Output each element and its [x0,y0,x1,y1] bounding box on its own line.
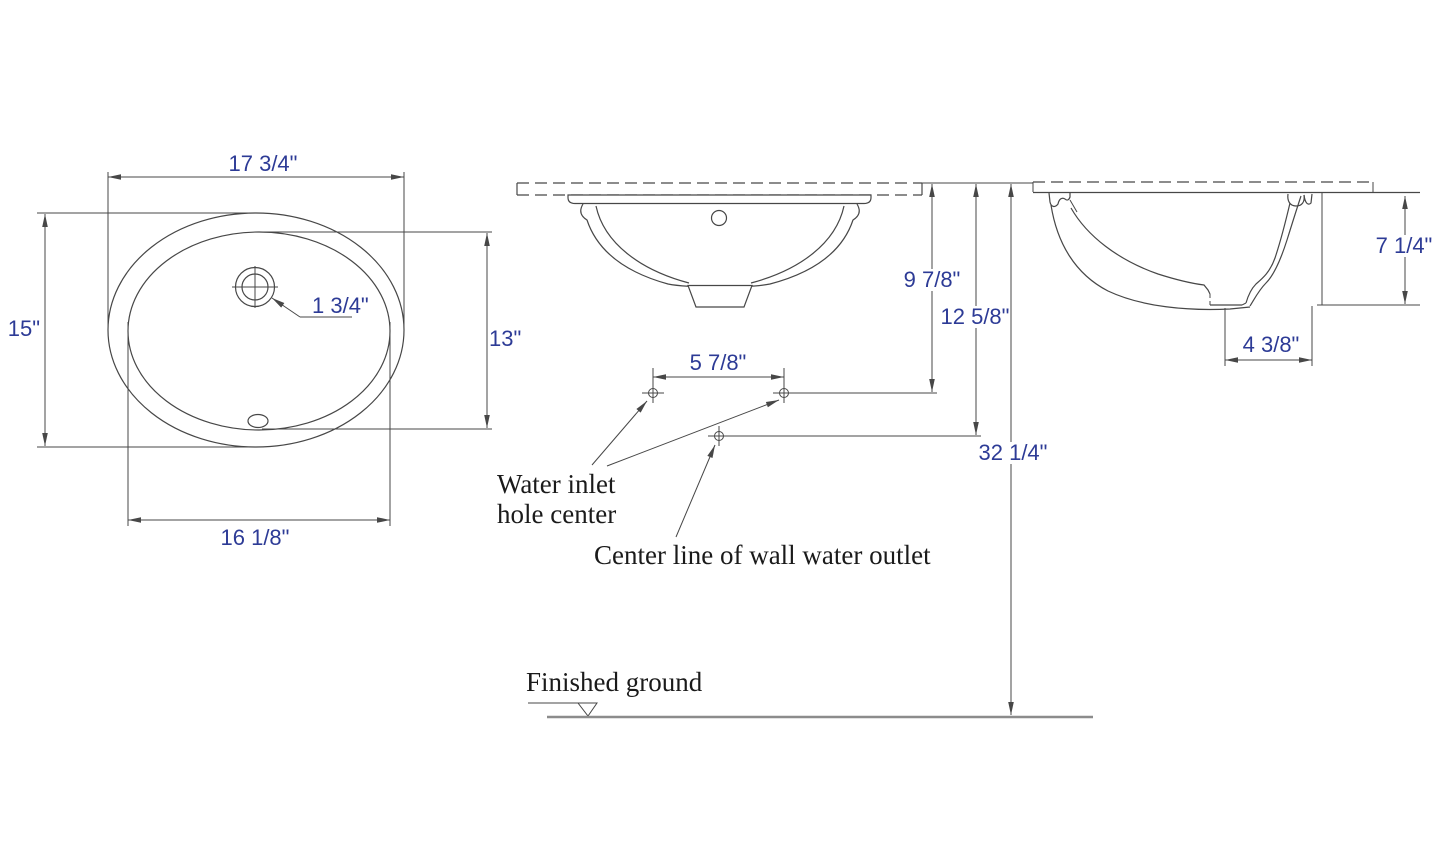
dim-bowl-depth: 13" [489,326,521,351]
bowl-outline-front [580,203,860,288]
bowl-inner-profile [1070,207,1211,295]
annotations: Water inlet hole center Center line of w… [497,399,1093,719]
dim-overall-depth: 15" [8,316,40,341]
bowl-inner-left [595,205,690,284]
dim-basin-depth: 7 1/4" [1376,233,1433,258]
ground-symbol-triangle [576,702,598,717]
dim-counter-height: 32 1/4" [979,440,1048,465]
wall-outlet-label: Center line of wall water outlet [594,540,931,570]
bowl-bottom-step [1241,302,1247,306]
water-inlet-hole-right-mark [773,383,795,403]
text-mask [1372,235,1436,257]
bowl-inner-right [750,205,845,284]
dim-inlet-spacing: 5 7/8" [690,350,747,375]
mounting-tab-right [1287,193,1305,207]
back-wall-outer-profile [1249,195,1302,307]
sink-rim-front [567,194,872,205]
sink-bowl-ellipse [127,231,391,431]
text-mask [974,442,1052,464]
back-wall-inner-profile [1245,202,1291,304]
top-view: 17 3/4" 15" 13" 16 1/8" 1 3/4" [8,151,522,550]
dim-outlet-drop: 12 5/8" [941,304,1010,329]
finished-ground-label: Finished ground [526,667,703,697]
dim-inlet-drop: 9 7/8" [904,267,961,292]
mounting-tab-left-edge [1069,199,1078,213]
sink-outer-rim-ellipse [107,212,405,448]
leader-line-inlet-right [606,399,780,467]
front-view: 9 7/8" 12 5/8" 5 7/8" 32 1/4" [516,182,1052,715]
leader-line-wall-outlet [675,444,716,538]
water-inlet-label-line2: hole center [497,499,616,529]
overflow-hole-front [710,209,728,227]
side-view: 7 1/4" 4 3/8" [1032,181,1436,366]
dim-faucet-hole: 1 3/4" [312,293,369,318]
leader-line-faucet-hole [271,297,301,318]
dim-overall-width: 17 3/4" [229,151,298,176]
bowl-outer-profile [1050,204,1251,311]
text-mask [899,269,965,291]
wall-outlet-center-mark [708,426,730,446]
water-inlet-label-line1: Water inlet [497,469,616,499]
water-inlet-hole-left-mark [642,383,664,403]
mounting-tab-left [1048,192,1071,208]
dim-bottom-width: 4 3/8" [1243,332,1300,357]
drain-fitting-front [687,284,753,308]
text-mask [936,306,1014,328]
dim-bowl-width: 16 1/8" [221,525,290,550]
overflow-hole-top [247,413,269,429]
leader-line-inlet-left [591,400,648,466]
countertop-dashed-outline [516,182,923,196]
mounting-tab-right-edge [1303,193,1313,205]
